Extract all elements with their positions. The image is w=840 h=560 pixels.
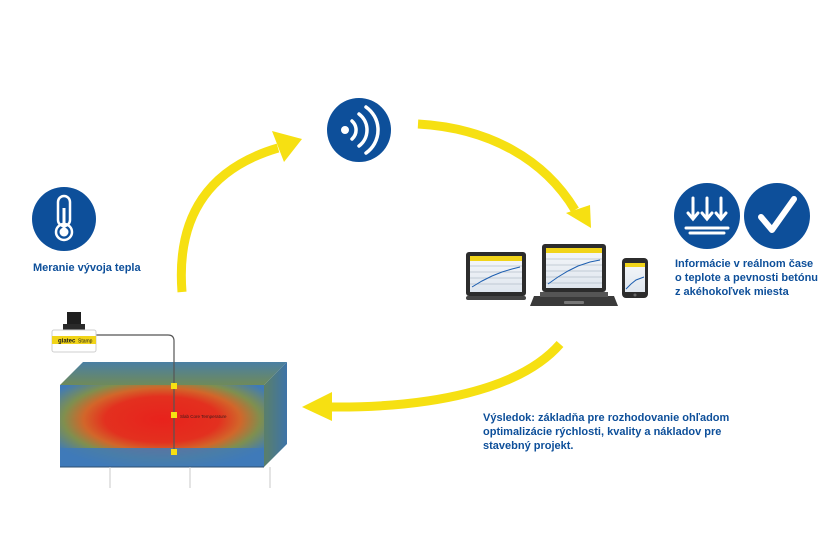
checkmark-icon	[744, 183, 810, 249]
result-label: Výsledok: základňa pre rozhodovanie ohľa…	[483, 411, 729, 453]
realtime-info-label: Informácie v reálnom čase o teplote a pe…	[675, 257, 818, 299]
arrow-head-left	[302, 392, 332, 421]
info-line: o teplote a pevnosti betónu	[675, 272, 819, 284]
tablet	[466, 252, 526, 300]
result-line: optimalizácie rýchlosti, kvality a nákla…	[483, 426, 722, 438]
down-arrows-icon	[674, 183, 740, 249]
measure-text: Meranie vývoja tepla	[33, 262, 141, 274]
arrow-to-devices	[417, 119, 579, 213]
smartphone	[622, 258, 648, 298]
measure-label: Meranie vývoja tepla	[33, 261, 141, 275]
slab-side-face	[264, 362, 287, 467]
probe-label: Slab Core Temperature	[180, 414, 227, 419]
arrow-head-up	[272, 131, 302, 162]
sensor-brand-label: giatec	[58, 339, 76, 345]
arrow-up-to-wireless	[176, 143, 280, 293]
arrow-heads	[272, 131, 591, 421]
wireless-signal-icon	[327, 98, 391, 162]
thermometer-icon	[32, 187, 96, 251]
result-line: Výsledok: základňa pre rozhodovanie ohľa…	[483, 412, 730, 424]
arrow-head-right	[566, 205, 591, 228]
sensor-model-label: Stamp	[78, 339, 93, 345]
result-line: stavebný projekt.	[483, 440, 574, 452]
info-line: z akéhokoľvek miesta	[675, 286, 789, 298]
info-line: Informácie v reálnom čase	[675, 258, 814, 270]
cycle-arrows	[176, 119, 579, 412]
laptop	[530, 244, 618, 306]
probe-points	[171, 383, 177, 455]
arrow-back-to-slab	[329, 340, 564, 412]
sensor-device: giatec Stamp	[51, 312, 175, 452]
